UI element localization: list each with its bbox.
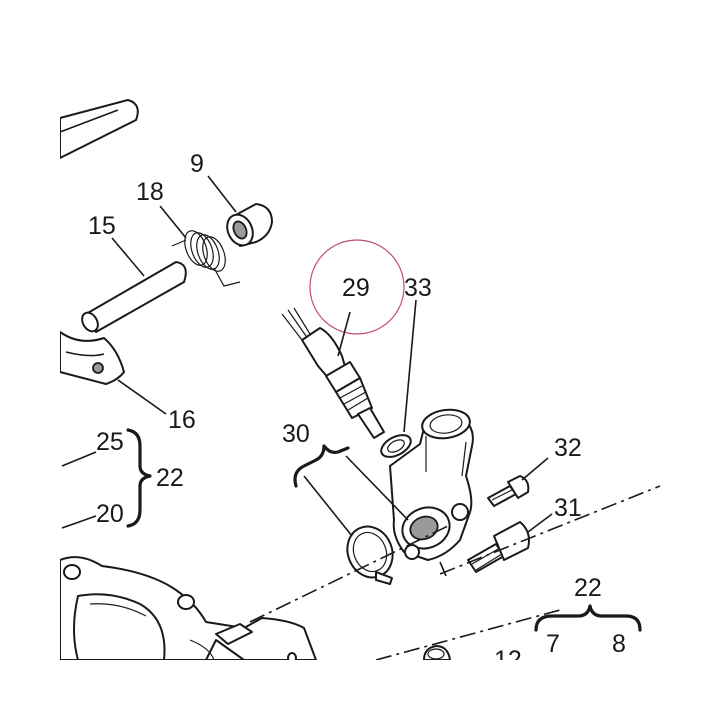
bolt-part-31	[467, 513, 553, 573]
pin-part-15	[81, 237, 187, 333]
left-crop	[0, 0, 60, 660]
label-7: 7	[546, 630, 560, 658]
spring-part-18	[159, 205, 241, 287]
label-31: 31	[554, 494, 582, 522]
gasket-part-30	[303, 455, 409, 585]
assembly-axis-lines	[249, 485, 661, 661]
label-20: 20	[96, 500, 124, 528]
label-25: 25	[96, 428, 124, 456]
label-15: 15	[88, 212, 116, 240]
washer-part-33	[380, 299, 417, 458]
highlight-circle	[309, 239, 405, 335]
brace-30	[293, 444, 350, 488]
label-16: 16	[168, 406, 196, 434]
rod-top-left	[59, 99, 139, 159]
label-18: 18	[136, 178, 164, 206]
label-22-right: 22	[574, 574, 602, 602]
label-32: 32	[554, 434, 582, 462]
label-30: 30	[282, 420, 310, 448]
bolt-part-32	[487, 457, 549, 507]
bottom-crop	[0, 660, 720, 720]
engine-block	[59, 556, 317, 664]
fitting-part-12	[423, 645, 451, 661]
label-8: 8	[612, 630, 626, 658]
sensor-part-29	[281, 307, 385, 439]
label-9: 9	[190, 150, 204, 178]
bushing-part-9	[207, 175, 273, 247]
label-29: 29	[342, 274, 370, 302]
brace-left-22	[61, 428, 152, 529]
brace-right-22	[534, 604, 642, 632]
label-33: 33	[404, 274, 432, 302]
label-22-left: 22	[156, 464, 184, 492]
thermostat-housing	[389, 408, 474, 561]
bracket-part-16	[59, 331, 167, 415]
